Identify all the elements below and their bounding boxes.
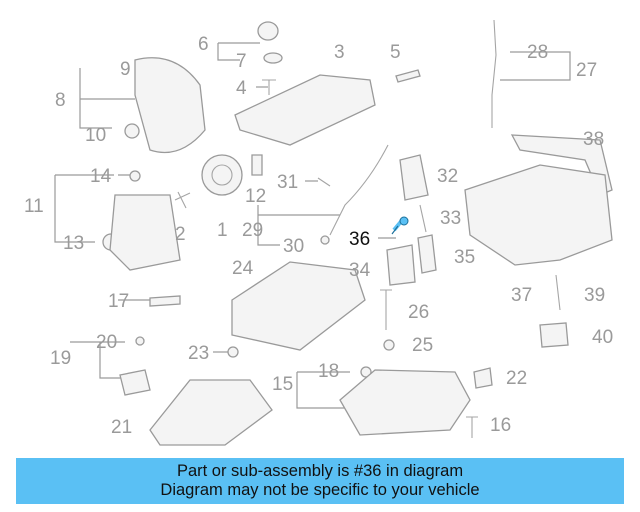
callout-31: 31 [277, 172, 298, 193]
callout-33: 33 [440, 208, 461, 229]
callout-1: 1 [217, 220, 228, 241]
parts-diagram: 1 2 3 4 5 6 7 8 9 10 11 12 13 14 15 16 1… [24, 19, 613, 446]
callout-5: 5 [390, 42, 401, 63]
highlighted-bolt-36 [391, 216, 409, 235]
banner-line-2: Diagram may not be specific to your vehi… [160, 481, 480, 499]
callout-9: 9 [120, 59, 131, 80]
parts [102, 19, 613, 446]
callout-18: 18 [318, 361, 339, 382]
callout-13: 13 [63, 233, 84, 254]
callout-38: 38 [583, 129, 604, 150]
callout-19: 19 [50, 348, 71, 369]
callout-24: 24 [232, 258, 254, 279]
callout-21: 21 [111, 417, 132, 438]
callout-36: 36 [349, 229, 370, 250]
callout-8: 8 [55, 90, 66, 111]
callout-17: 17 [108, 291, 129, 312]
callout-16: 16 [490, 415, 511, 436]
callout-11: 11 [24, 196, 44, 217]
callout-23: 23 [188, 343, 209, 364]
callout-15: 15 [272, 374, 293, 395]
callout-39: 39 [584, 285, 605, 306]
callout-22: 22 [506, 368, 527, 389]
banner-line-1: Part or sub-assembly is #36 in diagram [176, 462, 464, 480]
callout-32: 32 [437, 166, 458, 187]
callout-28: 28 [527, 42, 548, 63]
callout-2: 2 [175, 224, 186, 245]
callout-12: 12 [245, 186, 266, 207]
callout-40: 40 [592, 327, 613, 348]
callout-3: 3 [334, 42, 345, 63]
callout-4: 4 [236, 78, 247, 99]
leader-lines [54, 42, 571, 409]
callout-10: 10 [85, 125, 106, 146]
callout-34: 34 [349, 260, 371, 281]
callout-30: 30 [283, 236, 304, 257]
callout-6: 6 [198, 34, 209, 55]
callouts: 1 2 3 4 5 6 7 8 9 10 11 12 13 14 15 16 1… [24, 34, 613, 438]
callout-29: 29 [242, 220, 263, 241]
callout-35: 35 [454, 247, 475, 268]
info-banner: Part or sub-assembly is #36 in diagram D… [16, 458, 624, 504]
callout-26: 26 [408, 302, 429, 323]
callout-25: 25 [412, 335, 433, 356]
callout-37: 37 [511, 285, 532, 306]
callout-27: 27 [576, 60, 597, 81]
callout-7: 7 [236, 51, 247, 72]
callout-20: 20 [96, 332, 117, 353]
callout-14: 14 [90, 166, 112, 187]
